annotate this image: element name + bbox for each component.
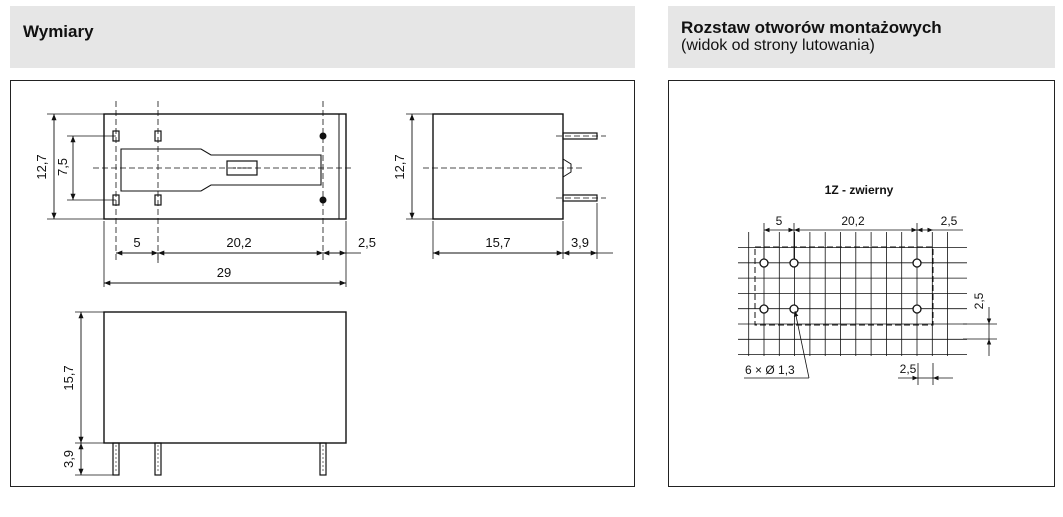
top-view [47,101,361,287]
header-dimensions-title: Wymiary [23,22,94,41]
dim-pitch-c: 2,5 [358,235,376,250]
dim-row-pitch: 2,5 [972,292,986,309]
dim-total-length: 29 [217,265,231,280]
mounting-holes [759,258,922,314]
dim-top-inner: 7,5 [55,158,70,176]
mounting-holes-panel: 1Z - zwierny 5 20,2 2,5 2,5 [668,80,1055,487]
dim-grid-pitch: 2,5 [900,362,917,376]
hole [789,258,799,268]
dimensions-panel: 12,7 7,5 5 20,2 2,5 29 12,7 15,7 3,9 [10,80,635,487]
dim-side-length: 15,7 [485,235,510,250]
dim-side-pin: 3,9 [571,235,589,250]
header-dimensions: Wymiary [10,6,635,68]
dim-front-height: 15,7 [61,365,76,390]
dim-side-height: 12,7 [392,154,407,179]
dim-top-height: 12,7 [34,154,49,179]
side-view [406,113,613,259]
hole [759,258,769,268]
hole [789,304,799,314]
front-view [75,311,347,476]
dim-c: 2,5 [941,214,958,228]
dim-front-pin: 3,9 [61,450,76,468]
relay-outline [754,246,934,326]
mounting-holes-drawing: 1Z - zwierny 5 20,2 2,5 2,5 [738,183,997,385]
hole [912,258,922,268]
dimensions-drawing: 12,7 7,5 5 20,2 2,5 29 12,7 15,7 3,9 [34,101,613,476]
header-mounting-holes-title: Rozstaw otworów montażowych [681,18,942,37]
dim-a: 5 [776,214,783,228]
hole [759,304,769,314]
header-mounting-holes: Rozstaw otworów montażowych (widok od st… [668,6,1055,68]
dim-pitch-b: 20,2 [226,235,251,250]
header-mounting-holes-subtitle: (widok od strony lutowania) [681,37,875,54]
holes-callout: 6 × Ø 1,3 [745,363,795,377]
dim-b: 20,2 [841,214,865,228]
diagram-title: 1Z - zwierny [825,183,894,197]
dim-pitch-a: 5 [133,235,140,250]
hole [912,304,922,314]
